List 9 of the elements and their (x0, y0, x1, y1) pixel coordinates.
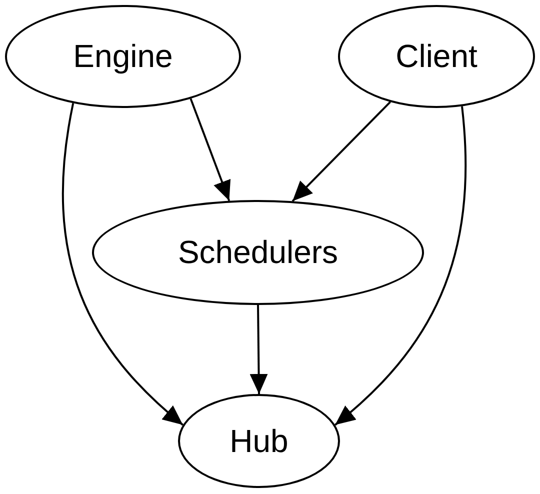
node-label: Hub (230, 422, 288, 460)
arrow (292, 101, 391, 202)
node-label: Client (396, 38, 478, 75)
arrow (250, 304, 268, 394)
node-label: Engine (73, 38, 173, 75)
arrow (334, 106, 466, 426)
arrow (190, 98, 231, 202)
node-label: Schedulers (178, 234, 338, 271)
arrow (62, 103, 184, 426)
